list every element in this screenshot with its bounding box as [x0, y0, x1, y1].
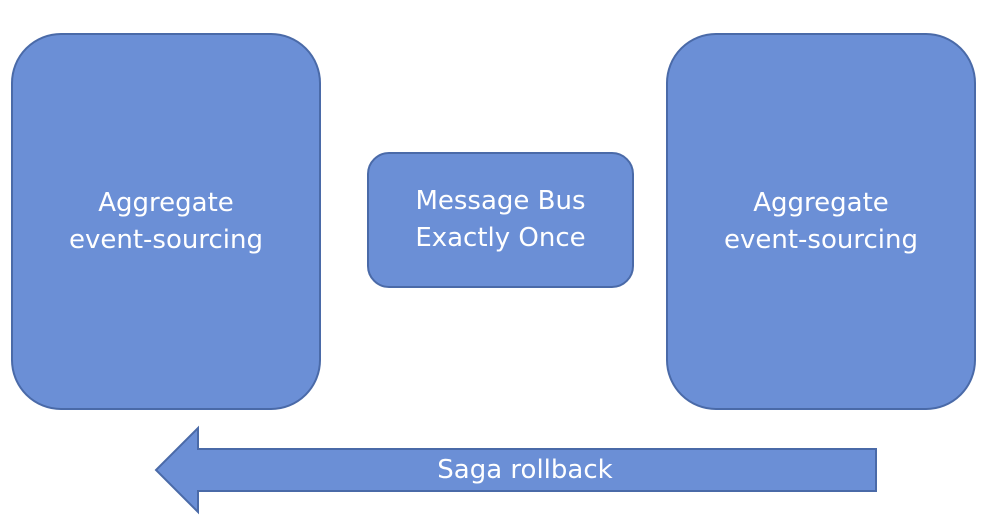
right-aggregate-node: Aggregate event-sourcing — [666, 33, 976, 410]
right-node-line-2: event-sourcing — [724, 224, 918, 255]
message-bus-node: Message Bus Exactly Once — [367, 152, 634, 288]
left-node-line-1: Aggregate — [98, 187, 234, 218]
saga-rollback-label: Saga rollback — [437, 455, 613, 485]
left-node-line-2: event-sourcing — [69, 224, 263, 255]
saga-rollback-arrow-shape — [154, 425, 877, 515]
message-bus-line-2: Exactly Once — [415, 223, 586, 253]
right-node-line-1: Aggregate — [753, 187, 889, 218]
message-bus-line-1: Message Bus — [415, 186, 586, 216]
left-aggregate-node: Aggregate event-sourcing — [11, 33, 321, 410]
